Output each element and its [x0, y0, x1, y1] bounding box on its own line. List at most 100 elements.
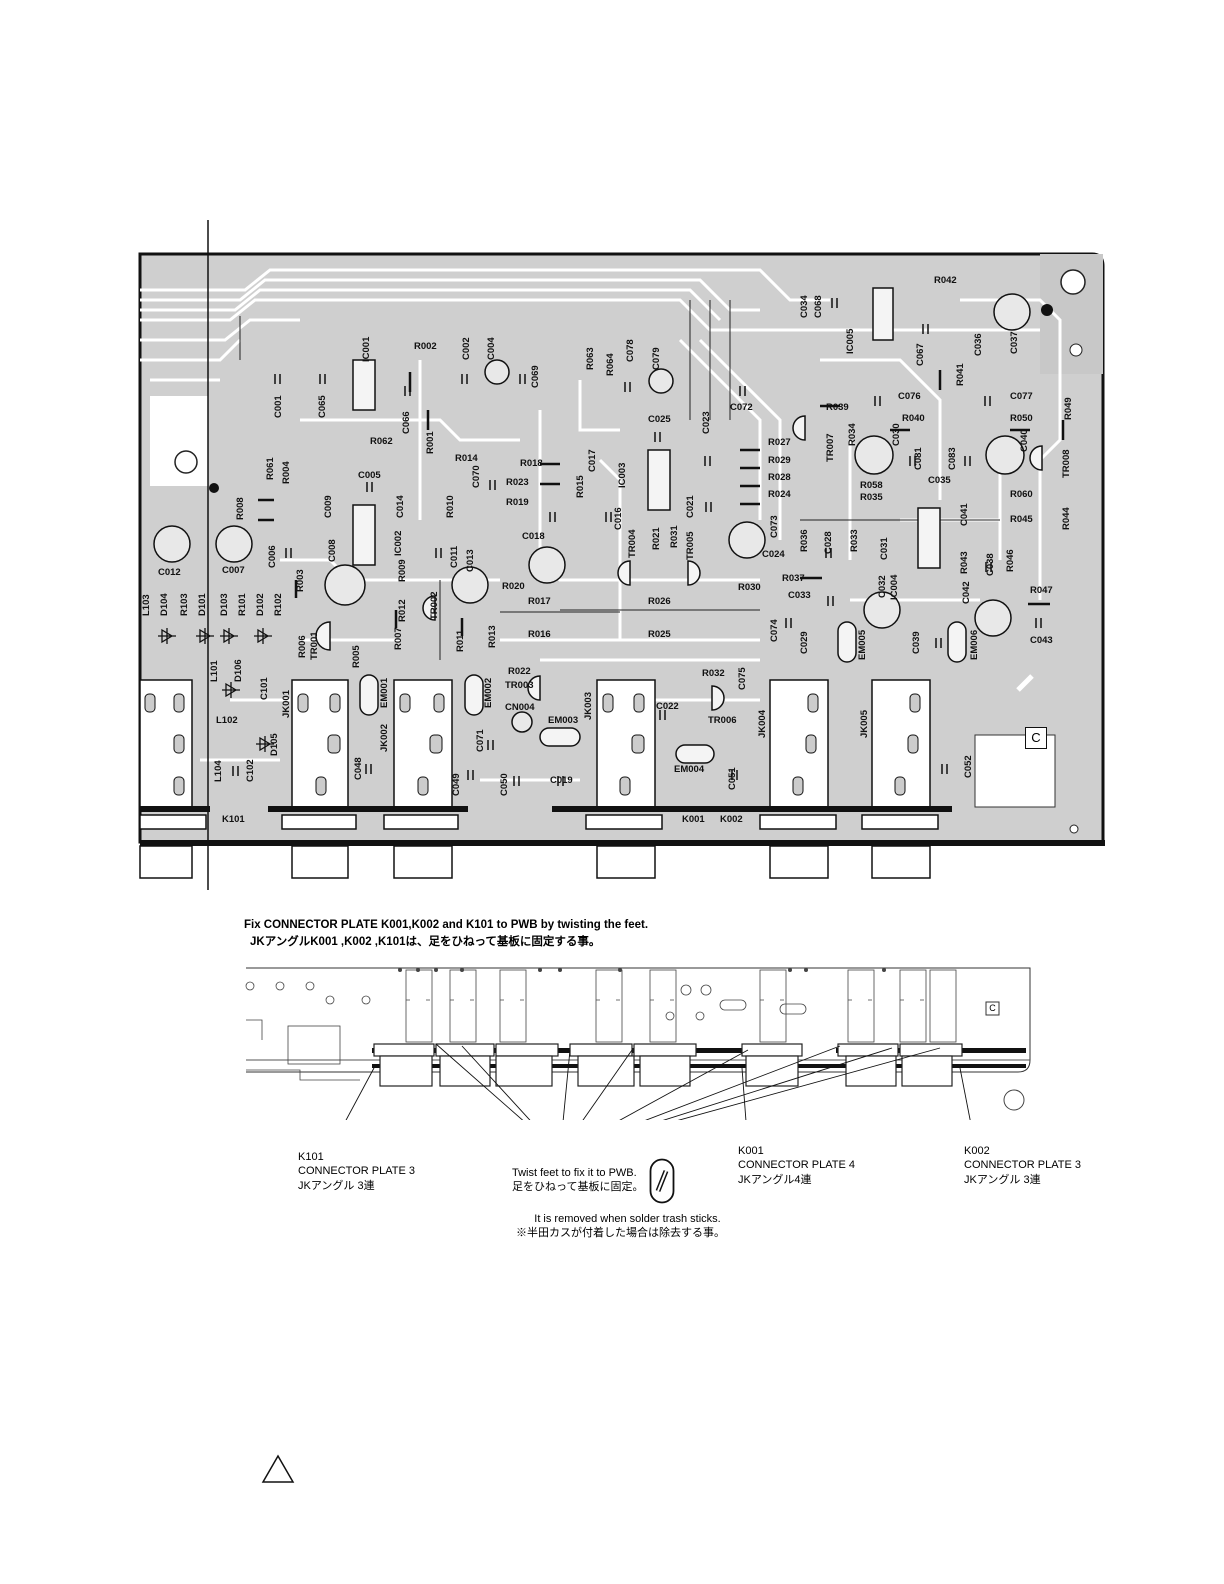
- ref-R023: R023: [506, 477, 529, 488]
- ref-C069: C069: [530, 365, 541, 388]
- ref-R027: R027: [768, 437, 791, 448]
- callout-k101-jp: JKアングル 3連: [298, 1179, 375, 1192]
- detail-artwork: [245, 967, 1031, 1120]
- ref-C013: C013: [465, 549, 476, 572]
- ref-R046: R046: [1005, 549, 1016, 572]
- callout-twist: Twist feet to fix it to PWB. 足をひねって基板に固定…: [512, 1166, 643, 1195]
- callout-k002-name: CONNECTOR PLATE 3: [964, 1159, 1081, 1172]
- ref-JK003: JK003: [583, 692, 594, 720]
- ref-TR004: TR004: [627, 529, 638, 558]
- ref-K101: K101: [222, 814, 245, 825]
- ref-R030: R030: [738, 582, 761, 593]
- ref-K001: K001: [682, 814, 705, 825]
- ref-C030: C030: [891, 423, 902, 446]
- ref-R022: R022: [508, 666, 531, 677]
- ref-C101: C101: [259, 677, 270, 700]
- callout-k001-name: CONNECTOR PLATE 4: [738, 1159, 855, 1172]
- detail-corner-mark: C: [989, 1003, 996, 1013]
- ref-TR002: TR002: [429, 591, 440, 620]
- ref-C025: C025: [648, 414, 671, 425]
- callout-removed: It is removed when solder trash sticks. …: [516, 1212, 725, 1241]
- ref-D106: D106: [233, 659, 244, 682]
- ref-EM001: EM001: [379, 677, 390, 708]
- callout-k002-id: K002: [964, 1145, 990, 1157]
- pcb-board-view: R042 C034 C068 C037 IC005 C067 C036 IC00…: [138, 220, 1105, 890]
- ref-C032: C032: [877, 575, 888, 598]
- warning-triangle-icon: [261, 1454, 295, 1483]
- ref-JK002: JK002: [379, 724, 390, 752]
- ref-EM004: EM004: [674, 764, 705, 775]
- pcb-artwork: [138, 220, 1105, 890]
- ref-C034: C034: [799, 295, 810, 318]
- ref-C066: C066: [401, 411, 412, 434]
- ref-C052: C052: [963, 755, 974, 778]
- ref-C070: C070: [471, 465, 482, 488]
- ref-C072: C072: [730, 402, 753, 413]
- ref-R064: R064: [605, 353, 616, 376]
- callout-k101-id: K101: [298, 1151, 324, 1163]
- ref-C079: C079: [651, 347, 662, 370]
- ref-C004: C004: [486, 337, 497, 360]
- callout-k002: K002 CONNECTOR PLATE 3 JKアングル 3連: [964, 1144, 1081, 1187]
- ref-C012: C012: [158, 567, 181, 578]
- ref-C033: C033: [788, 590, 811, 601]
- ref-IC005: IC005: [845, 328, 856, 354]
- ref-C083: C083: [947, 447, 958, 470]
- ref-C002: C002: [461, 337, 472, 360]
- ref-C028: C028: [823, 531, 834, 554]
- callout-k001-id: K001: [738, 1145, 764, 1157]
- ref-R031: R031: [669, 525, 680, 548]
- callout-k101: K101 CONNECTOR PLATE 3 JKアングル 3連: [298, 1150, 415, 1193]
- ref-D105: D105: [269, 733, 280, 756]
- ref-C076: C076: [898, 391, 921, 402]
- ref-D104: D104: [159, 593, 170, 616]
- ref-C009: C009: [323, 495, 334, 518]
- ref-C007: C007: [222, 565, 245, 576]
- ref-R024: R024: [768, 489, 791, 500]
- ref-R012: R012: [397, 599, 408, 622]
- ref-EM003: EM003: [548, 715, 579, 726]
- ref-R014: R014: [455, 453, 478, 464]
- ref-C074: C074: [769, 619, 780, 642]
- ref-C040: C040: [1019, 429, 1030, 452]
- ref-C078: C078: [625, 339, 636, 362]
- ref-IC003: IC003: [617, 462, 628, 488]
- ref-R010: R010: [445, 495, 456, 518]
- ref-R008: R008: [235, 497, 246, 520]
- ref-TR005: TR005: [685, 531, 696, 560]
- ref-C001: C001: [273, 395, 284, 418]
- ref-C102: C102: [245, 759, 256, 782]
- ref-C021: C021: [685, 495, 696, 518]
- ref-R061: R061: [265, 457, 276, 480]
- ref-C038: C038: [985, 553, 996, 576]
- instruction-jp: JKアングルK001 ,K002 ,K101は、足をひねって基板に固定する事。: [250, 936, 601, 948]
- ref-C043: C043: [1030, 635, 1053, 646]
- ref-C075: C075: [737, 667, 748, 690]
- ref-L102: L102: [216, 715, 238, 726]
- ref-C039: C039: [911, 631, 922, 654]
- ref-EM005: EM005: [857, 629, 868, 660]
- ref-R018: R018: [520, 458, 543, 469]
- ref-TR007: TR007: [825, 433, 836, 462]
- ref-L103: L103: [141, 594, 152, 616]
- ref-C041: C041: [959, 503, 970, 526]
- ref-C067: C067: [915, 343, 926, 366]
- callout-k101-name: CONNECTOR PLATE 3: [298, 1165, 415, 1178]
- ref-C049: C049: [451, 773, 462, 796]
- ref-IC001: IC001: [361, 336, 372, 362]
- callout-k001: K001 CONNECTOR PLATE 4 JKアングル4連: [738, 1144, 855, 1187]
- ref-TR001: TR001: [309, 631, 320, 660]
- ref-L101: L101: [209, 660, 220, 682]
- ref-C077: C077: [1010, 391, 1033, 402]
- ref-R043: R043: [959, 551, 970, 574]
- ref-C011: C011: [449, 545, 460, 568]
- ref-C035: C035: [928, 475, 951, 486]
- ref-C016: C016: [613, 507, 624, 530]
- ref-C051: C051: [727, 767, 738, 790]
- ref-JK005: JK005: [859, 710, 870, 738]
- twist-foot-icon: [649, 1158, 675, 1204]
- callout-k001-jp: JKアングル4連: [738, 1173, 812, 1186]
- ref-R041: R041: [955, 363, 966, 386]
- callout-removed-jp: ※半田カスが付着した場合は除去する事。: [516, 1227, 725, 1240]
- ref-C008: C008: [327, 539, 338, 562]
